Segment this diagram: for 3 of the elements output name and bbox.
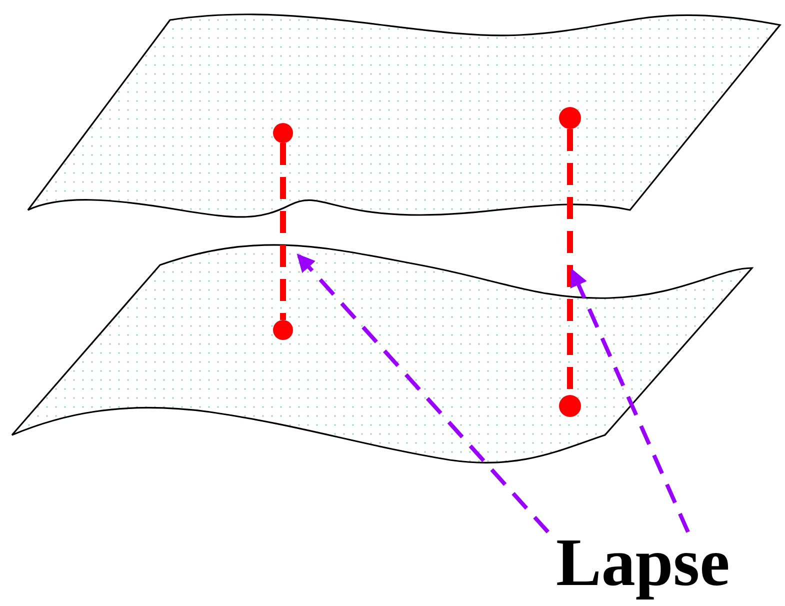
- connector-line: [280, 143, 286, 320]
- leader-arrow: [570, 268, 690, 533]
- leader-arrow: [296, 254, 550, 534]
